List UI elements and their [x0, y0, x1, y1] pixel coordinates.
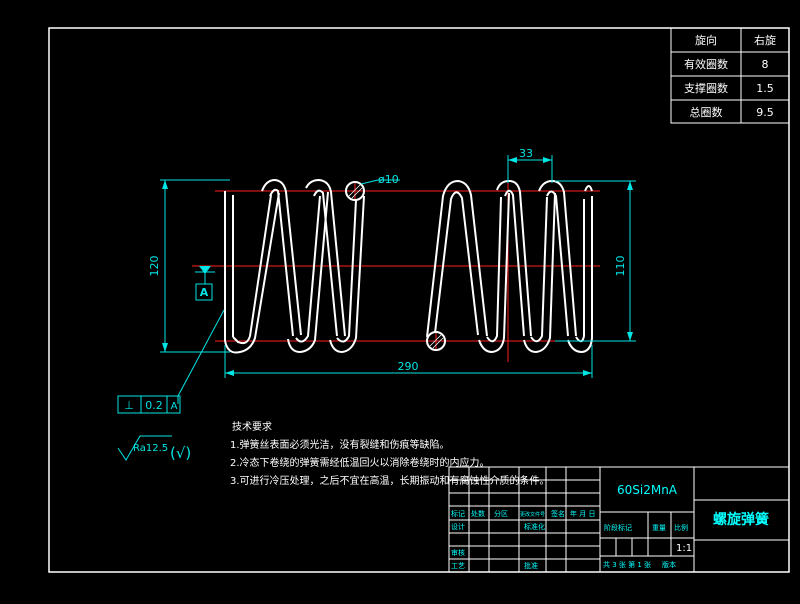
- tb-row-design: 设计: [451, 522, 465, 531]
- datum-letter: A: [200, 286, 209, 299]
- tb-row-process: 工艺: [451, 562, 465, 570]
- tb-material: 60Si2MnA: [617, 483, 678, 497]
- tolerance-datum: A: [171, 401, 178, 412]
- roughness-value: Ra12.5: [133, 443, 168, 454]
- dimension-arrows: [162, 157, 633, 376]
- tech-requirements: 技术要求 1.弹簧丝表面必须光洁，没有裂缝和伤痕等缺陷。 2.冷态下卷绕的弹簧需…: [230, 420, 550, 487]
- tech-requirements-title: 技术要求: [232, 420, 272, 433]
- dim-pitch: 33: [519, 147, 533, 160]
- dimension-lines: [117, 155, 636, 461]
- wire-section-hatch: [348, 184, 444, 349]
- tb-header-mark: 标记: [451, 509, 465, 518]
- spec-label-support-coils: 支撑圈数: [684, 81, 728, 95]
- spring-left-half: [224, 178, 365, 354]
- dim-length: 290: [398, 360, 419, 373]
- tech-requirement-3: 3.可进行冷压处理，之后不宜在高温，长期振动和有腐蚀性介质的条件。: [230, 474, 550, 487]
- tb-version: 版本: [662, 560, 676, 569]
- spec-table-cells: 旋向 右旋 有效圈数 8 支撑圈数 1.5 总圈数 9.5: [684, 33, 776, 119]
- roughness-suffix: (√): [170, 444, 191, 462]
- tb-header-change-doc: 更改文件号: [520, 511, 545, 518]
- tb-header-zone: 分区: [494, 509, 508, 518]
- tb-sheet-info: 共 3 张 第 1 张: [603, 560, 651, 569]
- dimension-texts: 120 110 33 ø10 290 A ⊥ 0.2 A Ra12.5 (√): [124, 147, 627, 462]
- spec-label-rotation: 旋向: [695, 33, 717, 47]
- tech-requirement-1: 1.弹簧丝表面必须光洁，没有裂缝和伤痕等缺陷。: [230, 438, 450, 451]
- spec-value-active-coils: 8: [762, 58, 769, 71]
- tolerance-symbol: ⊥: [124, 399, 134, 412]
- tb-stage-label: 阶段标记: [604, 523, 632, 532]
- tb-header-date: 年 月 日: [570, 509, 595, 518]
- tb-scale-label: 比例: [674, 523, 688, 532]
- dim-height-right: 110: [614, 256, 627, 277]
- tb-scale-value: 1:1: [676, 543, 692, 554]
- tb-header-count: 处数: [471, 509, 485, 518]
- tolerance-value: 0.2: [145, 399, 163, 412]
- spec-table: [670, 27, 790, 124]
- tech-requirement-2: 2.冷态下卷绕的弹簧需经低温回火以消除卷绕时的内应力。: [230, 456, 490, 469]
- spec-label-total-coils: 总圈数: [690, 105, 723, 119]
- spec-label-active-coils: 有效圈数: [684, 57, 728, 71]
- tb-approve: 批准: [524, 561, 538, 570]
- tb-part-name: 螺旋弹簧: [713, 511, 769, 528]
- dim-height-left: 120: [148, 256, 161, 277]
- title-block-grid: [448, 466, 790, 573]
- tb-row-review: 审核: [451, 548, 465, 557]
- drawing-border: [48, 27, 790, 573]
- spec-value-rotation: 右旋: [754, 33, 776, 47]
- dim-wire-diameter: ø10: [378, 173, 399, 186]
- tb-header-sign: 签名: [551, 509, 565, 518]
- tb-weight-label: 重量: [652, 524, 666, 532]
- tb-std: 标准化: [524, 522, 545, 531]
- spring-right-half: [426, 179, 593, 354]
- spec-value-support-coils: 1.5: [756, 82, 774, 95]
- spec-value-total-coils: 9.5: [756, 106, 774, 119]
- title-block-texts: 标记 处数 分区 更改文件号 签名 年 月 日 设计 标准化 审核 工艺 批准 …: [451, 483, 769, 570]
